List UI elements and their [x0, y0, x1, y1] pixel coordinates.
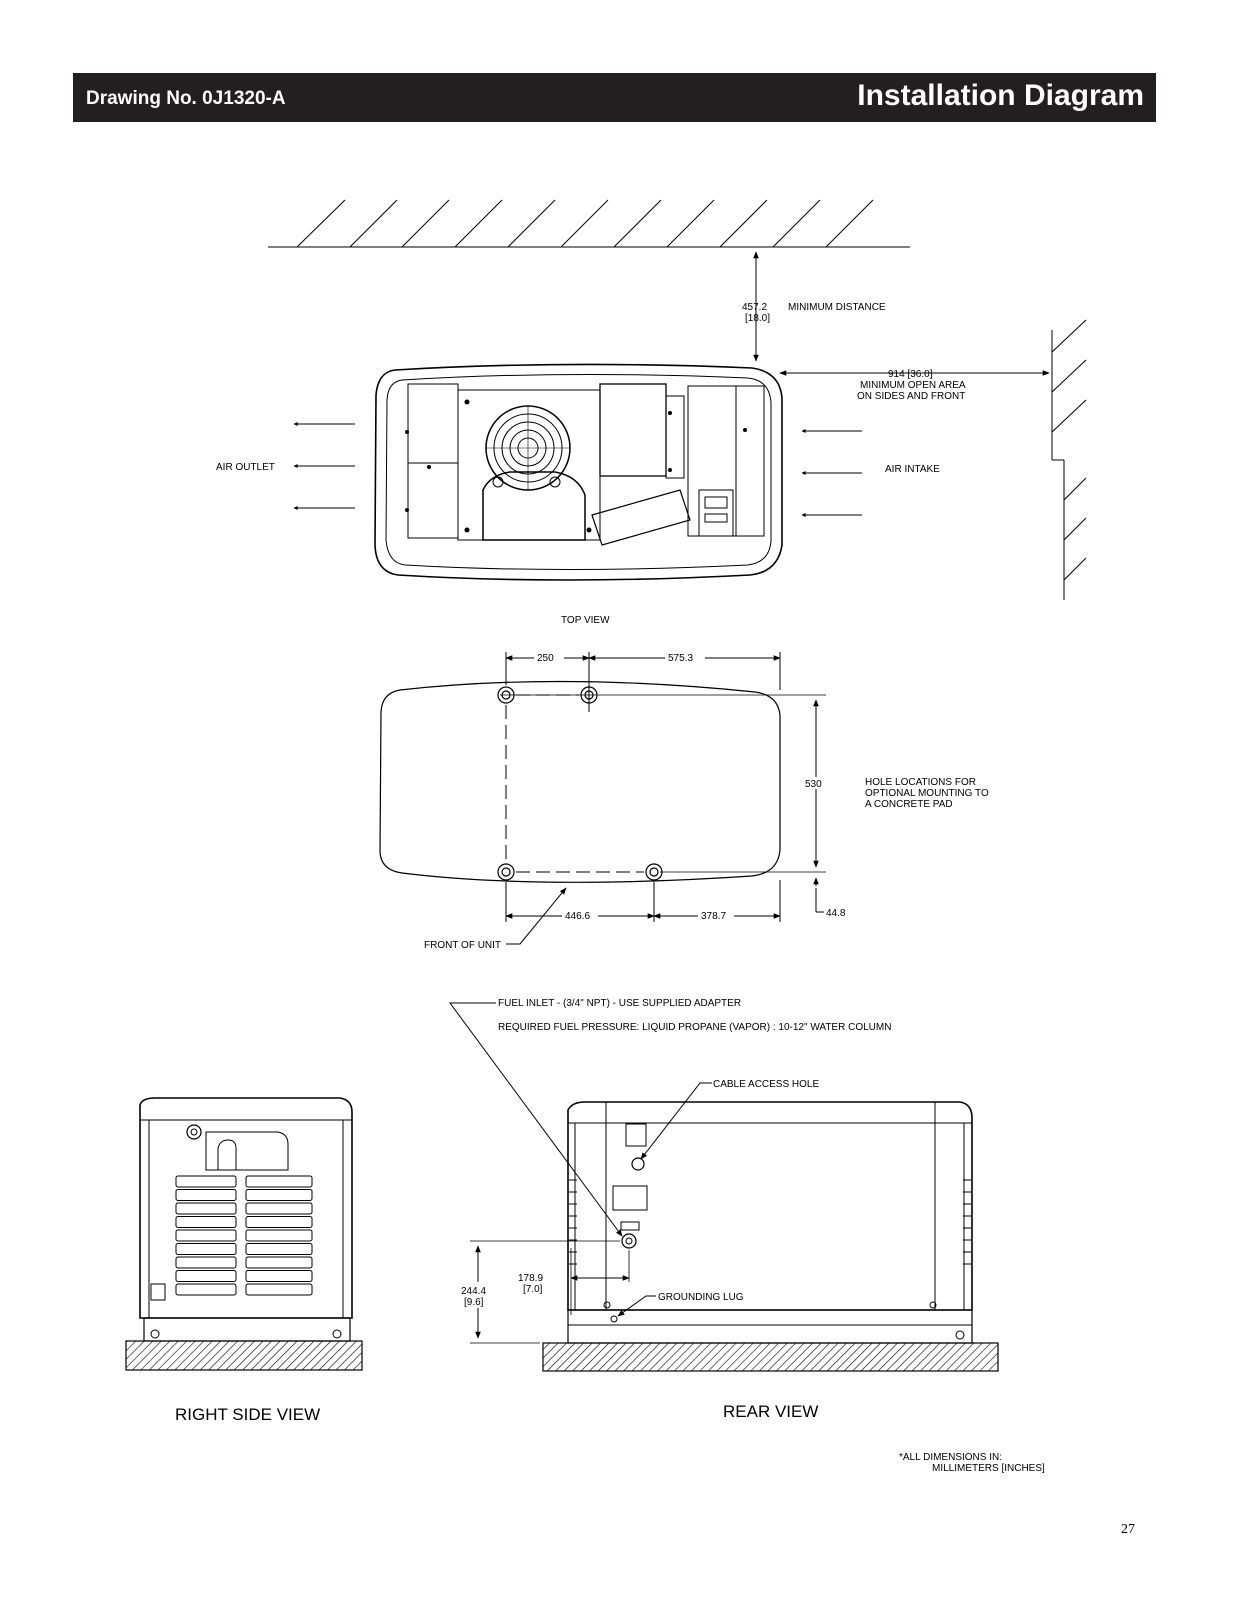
right-side-caption: RIGHT SIDE VIEW — [175, 1405, 320, 1424]
air-intake-label: AIR INTAKE — [885, 464, 940, 475]
page-title: Installation Diagram — [857, 79, 1144, 112]
louver-slot — [175, 1243, 237, 1255]
dim-178-inches: [7.0] — [523, 1284, 543, 1295]
concrete-pad-rear — [542, 1342, 999, 1372]
top-view-caption: TOP VIEW — [561, 615, 610, 626]
min-distance-inches: [18.0] — [745, 313, 770, 324]
dim-244: 244.4 — [461, 1286, 486, 1297]
louver-slot — [245, 1175, 313, 1188]
muffler — [591, 489, 691, 546]
mounting-view: 250 575.3 530 44.8 HOLE LOCATIONS FOR OP… — [379, 651, 989, 951]
louver-slot — [245, 1229, 313, 1242]
min-distance-value: 457.2 — [742, 302, 767, 313]
louver-slot — [245, 1243, 313, 1255]
louver-slot — [175, 1270, 237, 1282]
drawing-number: Drawing No. 0J1320-A — [86, 88, 286, 109]
fuel-notes: FUEL INLET - (3/4" NPT) - USE SUPPLIED A… — [449, 998, 891, 1237]
units-note-2: MILLIMETERS [INCHES] — [932, 1463, 1045, 1474]
dim-244-inches: [9.6] — [464, 1297, 484, 1308]
air-outlet-label: AIR OUTLET — [216, 462, 275, 473]
dim-44: 44.8 — [826, 908, 846, 919]
concrete-pad-side — [125, 1340, 363, 1371]
open-area-line1: MINIMUM OPEN AREA — [860, 380, 966, 391]
front-of-unit-label: FRONT OF UNIT — [424, 940, 501, 951]
fuel-pressure-note: REQUIRED FUEL PRESSURE: LIQUID PROPANE (… — [498, 1022, 891, 1033]
page-number: 27 — [1121, 1522, 1135, 1537]
louver-slot — [175, 1189, 237, 1201]
footprint-outline — [379, 680, 781, 883]
louver-slot — [175, 1256, 237, 1269]
louver-slot — [175, 1175, 237, 1188]
side-wall — [1051, 319, 1087, 600]
page-header: Drawing No. 0J1320-A Installation Diagra… — [73, 73, 1156, 122]
dim-250: 250 — [537, 653, 554, 664]
dim-446: 446.6 — [565, 911, 590, 922]
hole-note-2: OPTIONAL MOUNTING TO — [865, 788, 989, 799]
louver-slot — [175, 1283, 237, 1296]
rear-view: CABLE ACCESS HOLE GROUNDING LUG 178.9 [7… — [459, 1079, 999, 1421]
louver-slot — [175, 1202, 237, 1215]
fuel-inlet-note: FUEL INLET - (3/4" NPT) - USE SUPPLIED A… — [498, 998, 741, 1009]
rear-view-caption: REAR VIEW — [723, 1402, 818, 1421]
control-panel — [698, 489, 734, 537]
louver-slot — [245, 1256, 313, 1269]
dim-178: 178.9 — [518, 1273, 543, 1284]
min-distance-label: MINIMUM DISTANCE — [788, 302, 886, 313]
cable-access-label: CABLE ACCESS HOLE — [713, 1079, 819, 1090]
open-area-value: 914 [36.0] — [888, 369, 933, 380]
enclosure-outline — [374, 363, 783, 581]
dim-378: 378.7 — [701, 911, 726, 922]
louver-slot — [245, 1189, 313, 1201]
back-wall — [268, 199, 910, 248]
hole-note-1: HOLE LOCATIONS FOR — [865, 777, 976, 788]
grounding-lug-label: GROUNDING LUG — [658, 1292, 744, 1303]
engine — [482, 471, 586, 541]
louver-slot — [245, 1202, 313, 1215]
top-view: 457.2 [18.0] MINIMUM DISTANCE 914 [36.0]… — [216, 199, 1087, 626]
dim-530: 530 — [805, 779, 822, 790]
hole-note-3: A CONCRETE PAD — [865, 799, 953, 810]
units-note-1: *ALL DIMENSIONS IN: — [899, 1452, 1002, 1463]
louver-slot — [245, 1270, 313, 1282]
louver-slot — [175, 1229, 237, 1242]
open-area-line2: ON SIDES AND FRONT — [857, 391, 965, 402]
right-side-view: RIGHT SIDE VIEW — [125, 1097, 363, 1424]
louver-slot — [175, 1216, 237, 1228]
dim-575: 575.3 — [668, 653, 693, 664]
louver-slot — [245, 1216, 313, 1228]
louver-slot — [245, 1283, 313, 1296]
